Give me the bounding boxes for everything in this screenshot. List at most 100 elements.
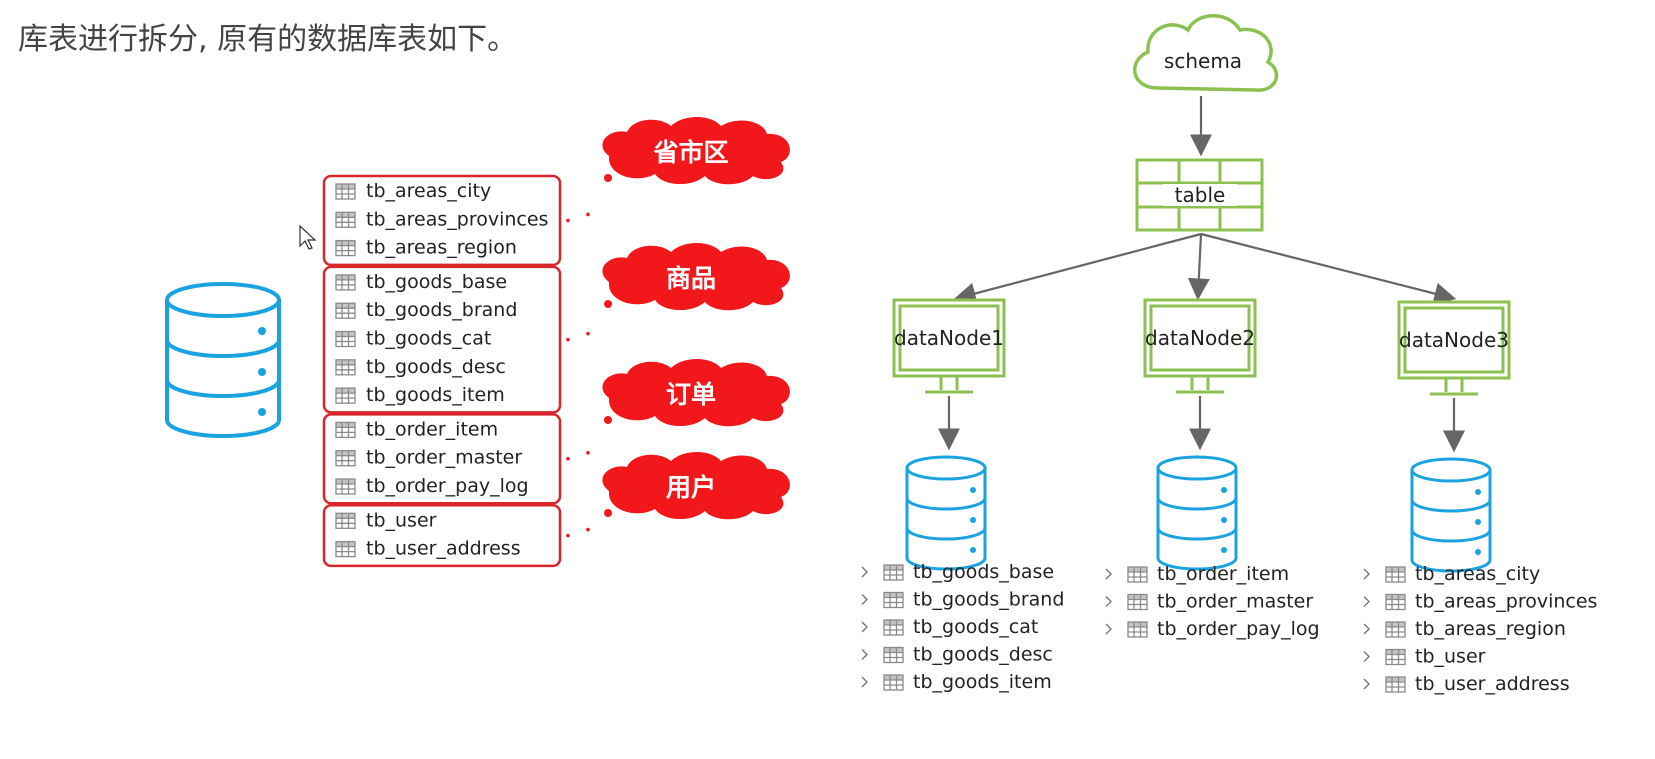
chevron-right-icon[interactable] bbox=[861, 621, 868, 633]
table-icon bbox=[883, 591, 904, 609]
connector-dot bbox=[586, 451, 590, 455]
table-name[interactable]: tb_goods_brand bbox=[913, 589, 1064, 611]
group-border bbox=[322, 174, 562, 267]
chevron-right-icon[interactable] bbox=[1105, 596, 1112, 607]
table-icon bbox=[1385, 566, 1406, 583]
table-name[interactable]: tb_areas_city bbox=[1415, 563, 1540, 585]
chevron-right-icon[interactable] bbox=[1363, 678, 1370, 690]
table-name: tb_order_item bbox=[366, 418, 498, 440]
chevron-right-icon[interactable] bbox=[861, 676, 868, 688]
node-database-icon bbox=[905, 455, 987, 571]
connector-dot bbox=[586, 527, 590, 532]
connector-dot bbox=[604, 416, 612, 424]
table-name: tb_areas_region bbox=[366, 237, 517, 259]
table-name: tb_order_master bbox=[366, 447, 522, 469]
connector-dot bbox=[604, 509, 612, 517]
data-node: dataNode3 tb_areas_city tb_areas_provinces… bbox=[1363, 300, 1597, 695]
table-icon bbox=[335, 387, 356, 404]
table-icon bbox=[335, 421, 356, 439]
table-icon bbox=[1385, 621, 1406, 638]
table-name: tb_goods_item bbox=[366, 384, 505, 406]
category-label: 省市区 bbox=[652, 138, 728, 167]
category-cloud: 省市区 bbox=[602, 117, 790, 185]
connector-dot bbox=[566, 533, 570, 538]
table-icon bbox=[1385, 648, 1406, 666]
table-name[interactable]: tb_areas_provinces bbox=[1415, 591, 1597, 613]
table-icon bbox=[883, 564, 904, 581]
chevron-right-icon[interactable] bbox=[1105, 623, 1112, 635]
table-name: tb_areas_city bbox=[366, 180, 491, 202]
table-icon bbox=[1127, 621, 1148, 638]
table-icon bbox=[335, 450, 356, 467]
table-groups: tb_areas_city tb_areas_provinces tb_areas_… bbox=[322, 117, 790, 568]
table-icon bbox=[335, 478, 356, 495]
table-name: tb_goods_desc bbox=[366, 356, 506, 378]
table-icon bbox=[1385, 593, 1406, 611]
chevron-right-icon[interactable] bbox=[861, 594, 868, 605]
table-name[interactable]: tb_order_item bbox=[1157, 563, 1289, 585]
table-icon bbox=[1127, 566, 1148, 583]
chevron-right-icon[interactable] bbox=[1363, 651, 1370, 662]
table-icon bbox=[335, 540, 356, 558]
chevron-right-icon[interactable] bbox=[1363, 623, 1370, 635]
schema-label: schema bbox=[1164, 49, 1242, 73]
table-icon bbox=[883, 619, 904, 636]
table-icon bbox=[1385, 676, 1406, 693]
table-label: table bbox=[1175, 183, 1226, 207]
monitor-icon bbox=[1397, 300, 1511, 396]
schema-cloud-icon: schema bbox=[1132, 14, 1279, 92]
data-node-label: dataNode3 bbox=[1399, 328, 1509, 352]
table-name[interactable]: tb_areas_region bbox=[1415, 618, 1566, 640]
chevron-right-icon[interactable] bbox=[861, 649, 868, 660]
data-nodes: dataNode1 tb_goods_base tb_goods_brand tb_g… bbox=[861, 232, 1597, 695]
page-heading: 库表进行拆分, 原有的数据库表如下。 bbox=[18, 22, 518, 57]
table-name[interactable]: tb_user bbox=[1415, 646, 1486, 668]
connector-dot bbox=[566, 218, 570, 223]
group-border bbox=[322, 265, 562, 414]
table-name: tb_user bbox=[366, 509, 437, 531]
table-icon bbox=[335, 239, 356, 257]
table-icon bbox=[335, 302, 356, 319]
table-group: tb_goods_basetb_goods_brandtb_goods_catt… bbox=[322, 243, 790, 414]
chevron-right-icon[interactable] bbox=[1105, 568, 1112, 580]
table-name[interactable]: tb_goods_cat bbox=[913, 616, 1038, 638]
arrow-table-to-node bbox=[1187, 233, 1210, 301]
group-border bbox=[322, 413, 562, 505]
node-database-icon bbox=[1156, 455, 1238, 571]
data-node: dataNode2 tb_order_item tb_order_master tb_… bbox=[1105, 298, 1320, 640]
chevron-right-icon[interactable] bbox=[1363, 568, 1370, 580]
data-node-label: dataNode1 bbox=[894, 326, 1004, 350]
table-name: tb_goods_brand bbox=[366, 299, 517, 321]
table-name[interactable]: tb_order_master bbox=[1157, 591, 1313, 613]
table-name[interactable]: tb_goods_desc bbox=[913, 644, 1053, 666]
table-name[interactable]: tb_goods_base bbox=[913, 561, 1054, 583]
table-name: tb_user_address bbox=[366, 538, 521, 560]
arrow-table-to-node bbox=[953, 232, 1202, 305]
table-icon bbox=[883, 674, 904, 691]
table-name[interactable]: tb_goods_item bbox=[913, 671, 1052, 693]
monitor-icon bbox=[1143, 298, 1257, 394]
table-group: tb_areas_city tb_areas_provinces tb_areas_… bbox=[322, 117, 790, 267]
table-name: tb_order_pay_log bbox=[366, 475, 529, 497]
table-icon bbox=[335, 274, 356, 291]
table-icon bbox=[883, 646, 904, 664]
table-name[interactable]: tb_order_pay_log bbox=[1157, 618, 1320, 640]
table-icon bbox=[335, 330, 356, 348]
chevron-right-icon[interactable] bbox=[1363, 596, 1370, 607]
connector-dot bbox=[586, 331, 590, 336]
category-cloud: 订单 bbox=[602, 359, 790, 427]
monitor-icon bbox=[892, 298, 1006, 394]
category-label: 订单 bbox=[666, 380, 716, 409]
table-name[interactable]: tb_user_address bbox=[1415, 673, 1570, 695]
table-icon bbox=[335, 512, 356, 529]
original-database-icon bbox=[165, 282, 281, 438]
table-icon bbox=[335, 211, 356, 228]
table-name: tb_areas_provinces bbox=[366, 208, 548, 230]
category-label: 商品 bbox=[666, 264, 716, 293]
data-node-label: dataNode2 bbox=[1145, 326, 1255, 350]
chevron-right-icon[interactable] bbox=[861, 566, 868, 578]
connector-dot bbox=[566, 337, 570, 342]
category-cloud: 用户 bbox=[602, 452, 790, 520]
connector-dot bbox=[604, 300, 612, 308]
